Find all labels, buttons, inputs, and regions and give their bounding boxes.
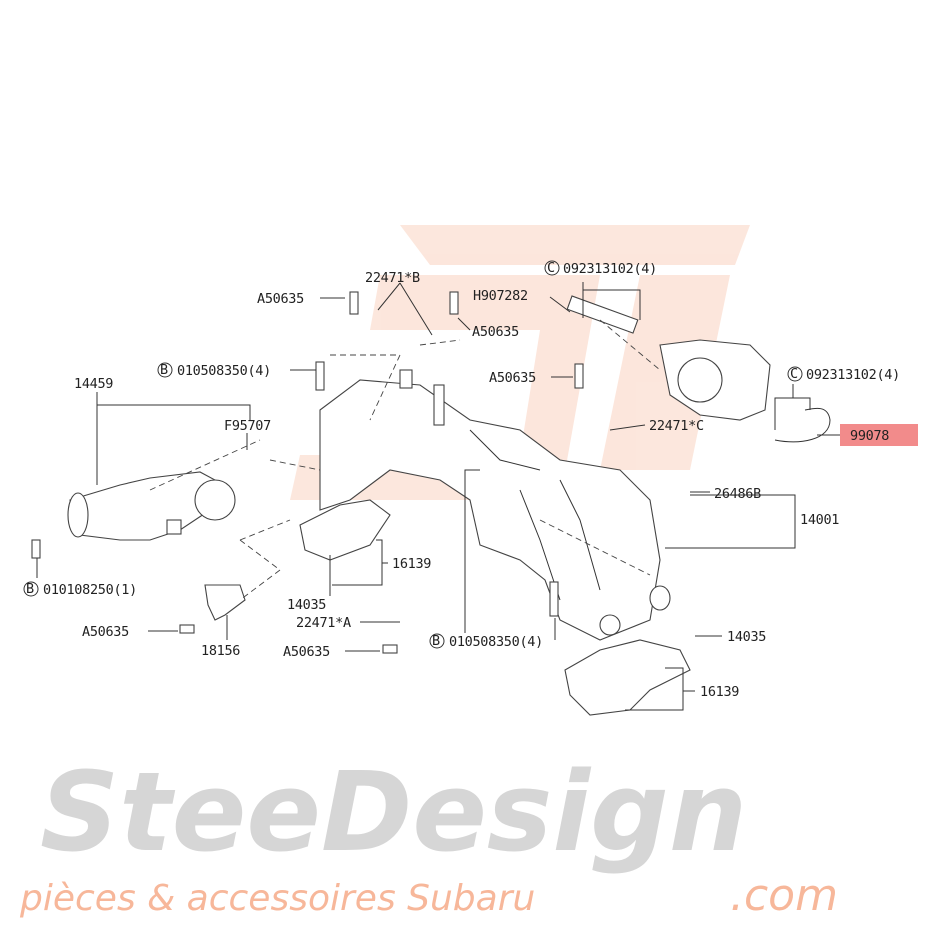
callout-14001[interactable]: 14001 (800, 512, 840, 528)
callout-prefix: C (547, 260, 555, 276)
watermark-domain: .com (730, 870, 838, 921)
watermark-brand: SteeDesign (40, 748, 747, 876)
circle-b-marker (429, 633, 445, 649)
circle-b-marker (157, 362, 173, 378)
callout-prefix: C (790, 366, 798, 382)
circle-c-marker (544, 260, 560, 276)
callout-prefix: B (26, 581, 34, 597)
callout-a50635[interactable]: A50635 (257, 291, 304, 307)
air-intake-duct-14459 (67, 471, 236, 541)
callout-14035[interactable]: 14035 (287, 597, 327, 613)
leader-lines (36, 282, 840, 711)
callout-14459[interactable]: 14459 (74, 376, 114, 392)
callout-22471a[interactable]: 22471*A (296, 615, 351, 631)
bracket-18156 (204, 584, 246, 621)
callout-010508350[interactable]: 010508350(4) (449, 634, 543, 650)
callout-010108250[interactable]: 010108250(1) (43, 582, 137, 598)
callout-a50635[interactable]: A50635 (489, 370, 536, 386)
circle-b-marker (23, 581, 39, 597)
callout-prefix: B (160, 362, 168, 378)
callout-092313102[interactable]: 092313102(4) (563, 261, 657, 277)
watermark-tagline: pièces & accessoires Subaru (19, 878, 535, 919)
assembly-lines (149, 319, 661, 601)
callout-22471b[interactable]: 22471*B (365, 270, 420, 286)
callout-16139[interactable]: 16139 (700, 684, 740, 700)
callout-f95707[interactable]: F95707 (224, 418, 271, 434)
callout-26486b[interactable]: 26486B (714, 486, 761, 502)
highlight-99078 (840, 424, 918, 446)
gasket-14035 (299, 499, 691, 716)
throttle-body (659, 339, 771, 421)
hose-99078 (774, 407, 831, 443)
callout-99078[interactable]: 99078 (850, 428, 890, 444)
callouts: 22471*B A50635 A50635 H907282 C 09231310… (23, 260, 900, 700)
callout-22471c[interactable]: 22471*C (649, 418, 704, 434)
callout-a50635[interactable]: A50635 (283, 644, 330, 660)
bolts (31, 291, 639, 654)
callout-18156[interactable]: 18156 (201, 643, 241, 659)
callout-14035[interactable]: 14035 (727, 629, 767, 645)
callout-a50635[interactable]: A50635 (82, 624, 129, 640)
circle-c-marker (787, 366, 803, 382)
callout-a50635[interactable]: A50635 (472, 324, 519, 340)
callout-16139[interactable]: 16139 (392, 556, 432, 572)
callout-010508350[interactable]: 010508350(4) (177, 363, 271, 379)
callout-092313102[interactable]: 092313102(4) (806, 367, 900, 383)
intake-manifold-14001 (319, 369, 671, 641)
callout-h907282[interactable]: H907282 (473, 288, 528, 304)
callout-prefix: B (432, 633, 440, 649)
